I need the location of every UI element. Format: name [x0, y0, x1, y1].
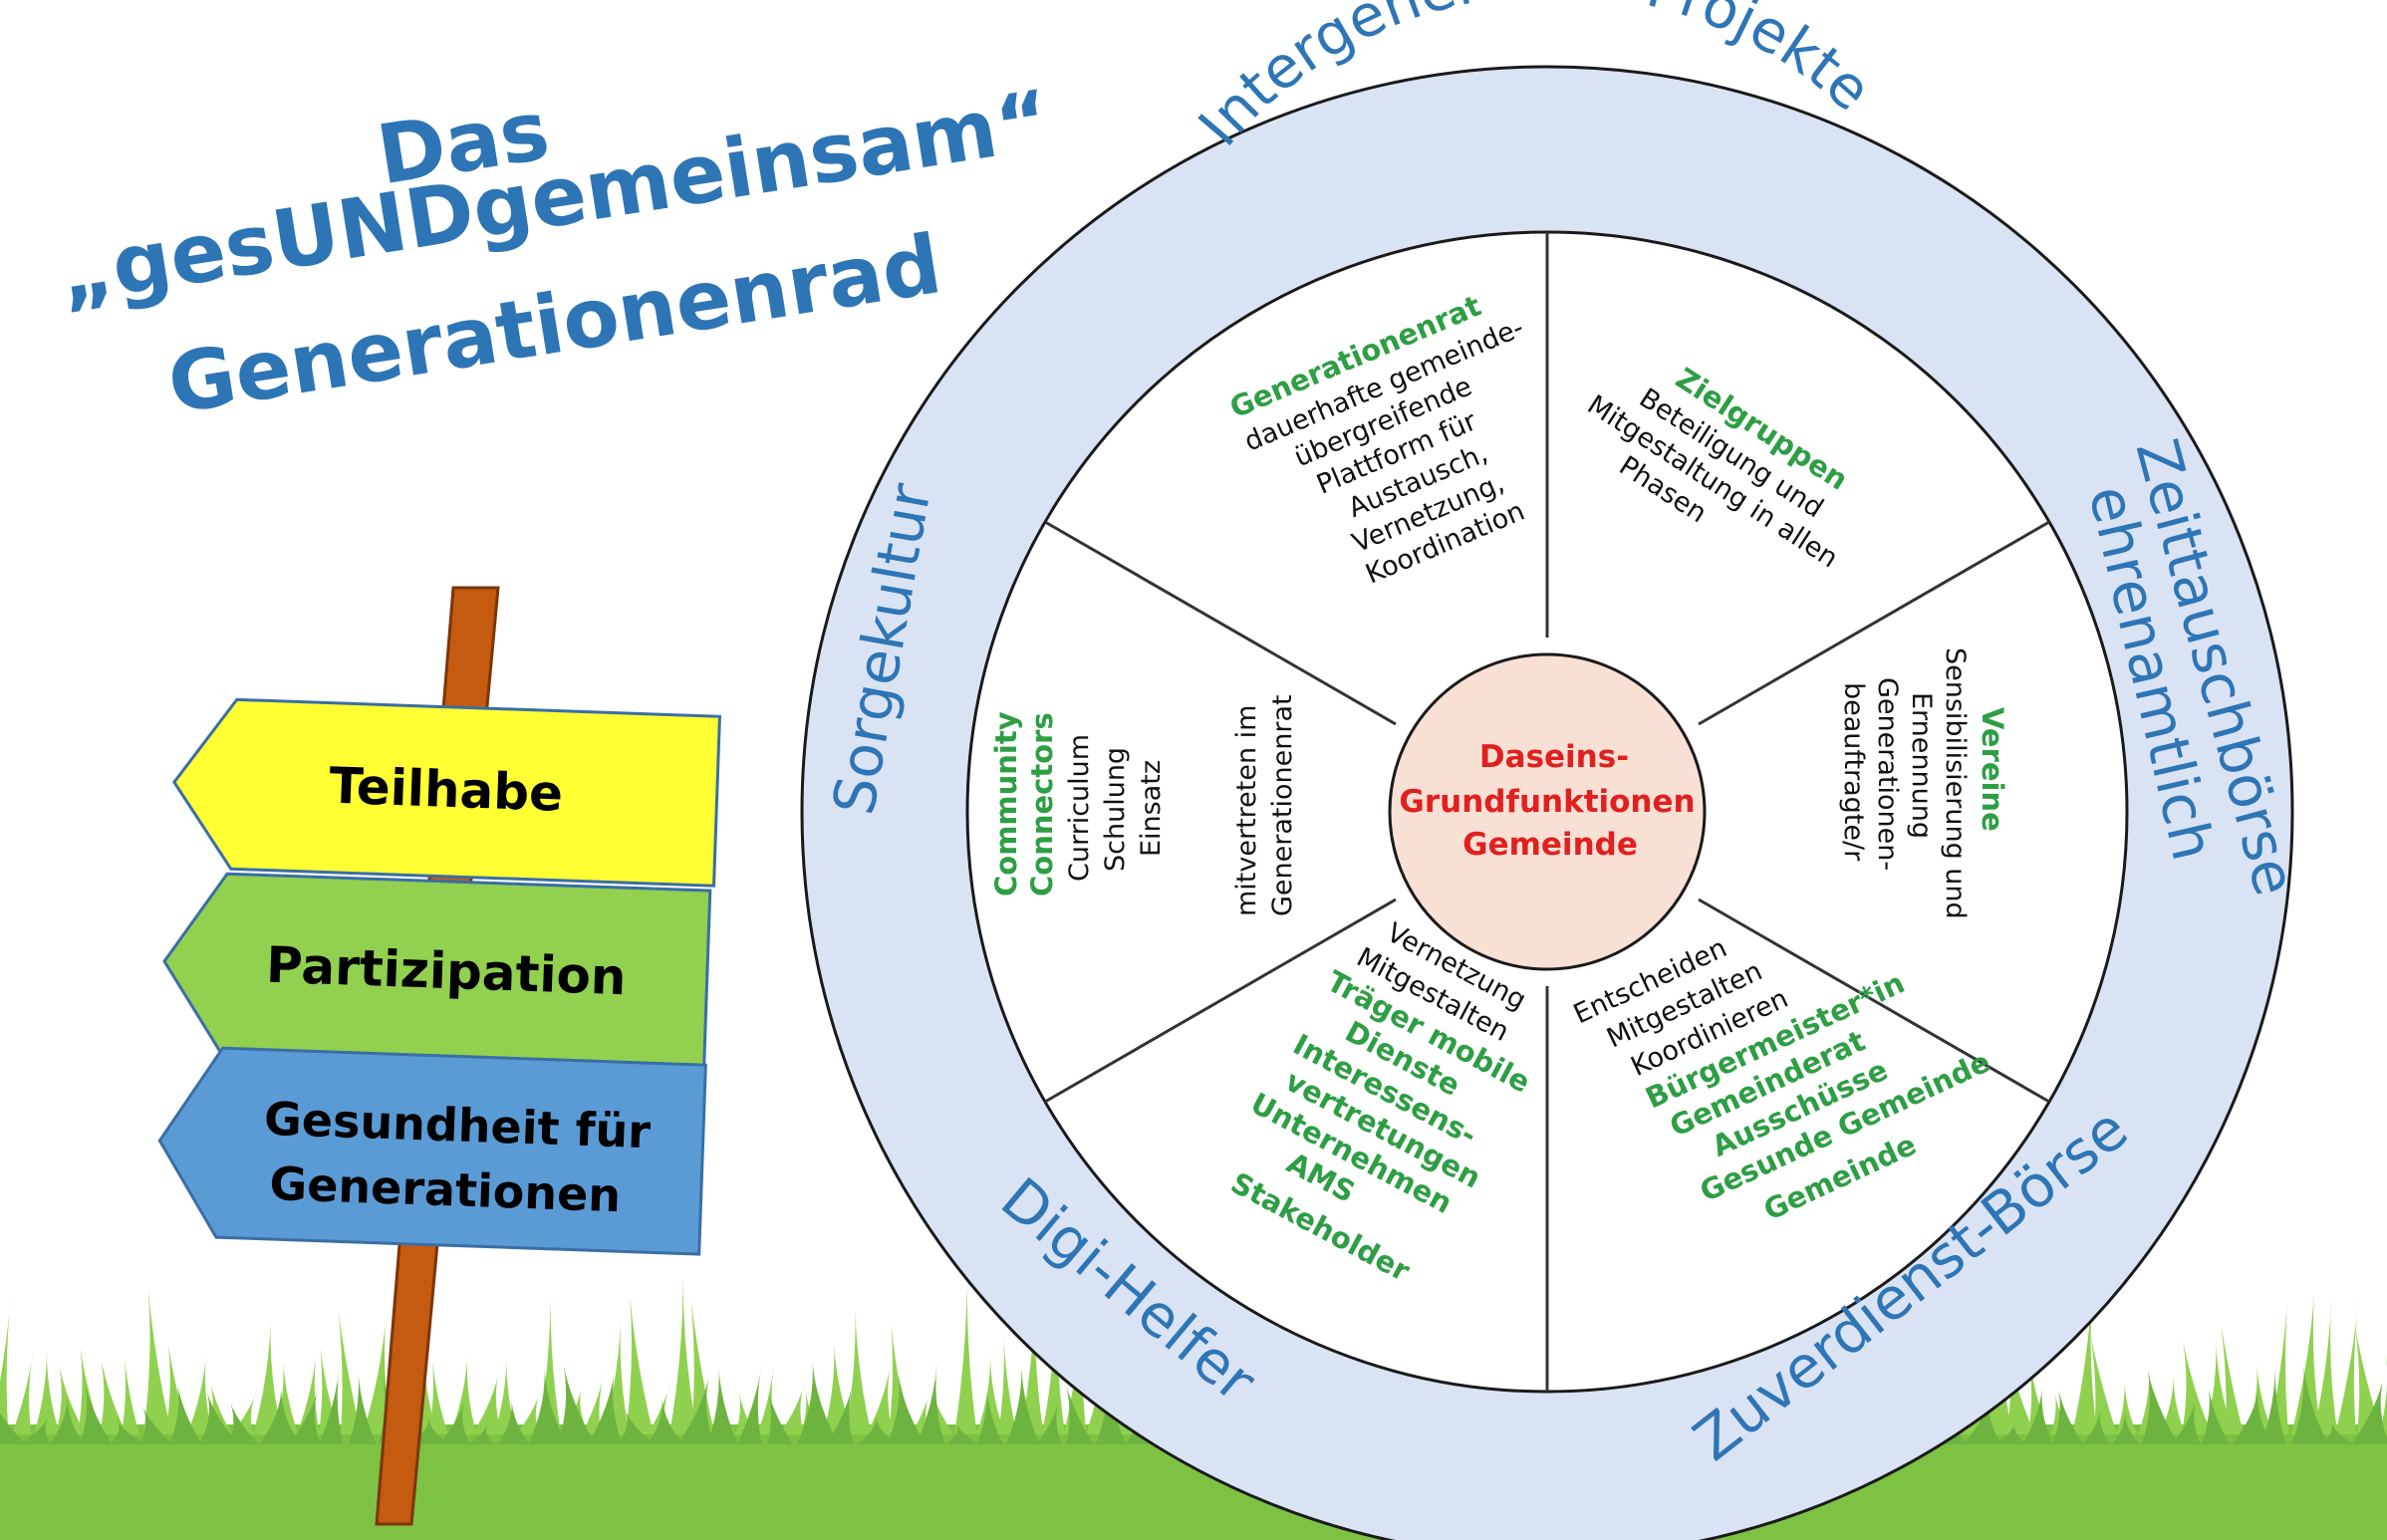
- vereine-line-1: Sensibilisierung und: [1940, 647, 1971, 919]
- wheel: Intergenerative Projekte Sorgekultur Zei…: [800, 0, 2309, 1540]
- community-note-1: mitvertreten im: [1231, 705, 1262, 916]
- community-note-2: Generationenrat: [1267, 694, 1298, 916]
- vereine-line-2: Ernennung: [1906, 692, 1937, 839]
- segment-stakeholder: Vernetzung Mitgestalten Träger mobile Di…: [1225, 917, 1536, 1288]
- segment-community: Community Connectors Curriculum Schulung…: [989, 694, 1298, 916]
- community-line-3: Einsatz: [1136, 760, 1167, 857]
- sign-teilhabe-label: Teilhabe: [328, 757, 564, 823]
- center-line-3: Gemeinde: [1462, 827, 1638, 863]
- sign-teilhabe: Teilhabe: [171, 697, 722, 888]
- sign-gesundheit: Gesundheit für Generationen: [157, 1046, 707, 1256]
- community-heading-1: Community: [989, 711, 1023, 897]
- vereine-line-3: Generationen-: [1872, 677, 1903, 871]
- segment-vereine: Vereine Sensibilisierung und Ernennung G…: [1838, 647, 2009, 919]
- vereine-heading: Vereine: [1976, 707, 2009, 832]
- sign-partizipation-label: Partizipation: [265, 936, 627, 1007]
- segment-dividers: [1044, 232, 2050, 1392]
- community-heading-2: Connectors: [1025, 712, 1059, 897]
- signpost: Teilhabe Partizipation Gesundheit für Ge…: [157, 586, 722, 1526]
- sign-partizipation: Partizipation: [162, 872, 712, 1072]
- center-line-2: Grundfunktionen: [1399, 784, 1695, 820]
- community-line-1: Curriculum: [1064, 734, 1095, 882]
- center-line-1: Daseins-: [1479, 739, 1629, 775]
- community-line-2: Schulung: [1100, 747, 1131, 872]
- center-circle: [1388, 652, 1707, 971]
- sign-gesundheit-line2: Generationen: [269, 1156, 622, 1222]
- vereine-line-4: beauftragte/r: [1838, 682, 1869, 862]
